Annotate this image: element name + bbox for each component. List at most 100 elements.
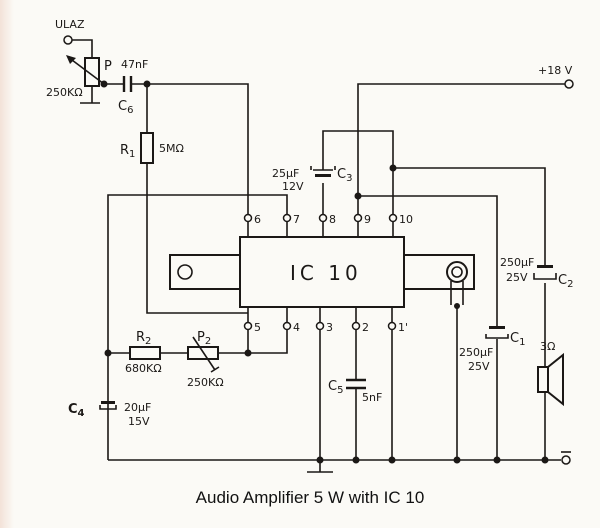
R2-name: R2 xyxy=(136,330,151,347)
wire-input xyxy=(72,39,93,58)
speaker-icon xyxy=(537,366,549,393)
junction-dot xyxy=(541,456,549,464)
bottom-pin-leads xyxy=(247,307,393,326)
ground-terminal-icon xyxy=(561,455,571,465)
heatsink-lug-hole xyxy=(451,266,463,278)
ic-body xyxy=(239,236,405,308)
C2-voltage: 25V xyxy=(506,271,528,284)
C6-name: C6 xyxy=(118,99,133,116)
component-speaker: 3Ω xyxy=(537,340,564,407)
pin-1-terminal xyxy=(387,321,397,331)
pin-2-terminal xyxy=(351,321,361,331)
pin-4-terminal xyxy=(282,321,292,331)
component-R2: R2 680KΩ xyxy=(125,330,162,375)
pin-10-terminal xyxy=(388,213,398,223)
pin-label: 6 xyxy=(254,213,261,226)
ic-pins: 6 7 8 9 10 5 4 3 2 1' xyxy=(243,213,413,334)
resistor-icon xyxy=(140,132,154,164)
junction-dot xyxy=(143,80,151,88)
pin-label: 10 xyxy=(399,213,413,226)
component-C1: C1 250µF 25V xyxy=(459,326,525,373)
resistor-icon xyxy=(129,346,161,360)
wire-r1-pin5 xyxy=(146,163,248,314)
P-name: P xyxy=(104,59,112,74)
wire-p2-pin4 xyxy=(218,330,288,354)
component-C4: C4 20µF 15V xyxy=(68,401,151,428)
component-P: P 250KΩ xyxy=(46,55,112,99)
input-label: ULAZ xyxy=(55,18,85,31)
junction-dot xyxy=(388,456,396,464)
pin-7-terminal xyxy=(282,213,292,223)
junction-dot xyxy=(389,164,397,172)
heatsink-lug-stem xyxy=(450,281,464,305)
electrolytic-capacitor-icon xyxy=(310,166,336,171)
junctions xyxy=(100,80,549,464)
pin-label: 9 xyxy=(364,213,371,226)
junction-dot xyxy=(316,456,324,464)
speaker-impedance: 3Ω xyxy=(540,340,555,353)
trimmer-adjust-line xyxy=(192,336,220,373)
ground-terminal xyxy=(561,451,571,465)
supply-terminal-icon xyxy=(564,79,574,89)
heatsink-lug-icon xyxy=(446,261,468,283)
R1-value: 5MΩ xyxy=(159,142,184,155)
potentiometer-icon xyxy=(84,57,100,87)
pin-5-terminal xyxy=(243,321,253,331)
wires xyxy=(72,39,565,473)
capacitor-plate-icon xyxy=(315,174,331,177)
wire-pin10-c2 xyxy=(393,167,546,265)
pin-label: 5 xyxy=(254,321,261,334)
junction-dot xyxy=(354,192,362,200)
capacitor-plate-icon xyxy=(537,265,553,268)
C5-name: C5 xyxy=(328,379,343,396)
component-C3: 25µF 12V C3 xyxy=(272,166,352,193)
C4-name: C4 xyxy=(68,402,85,419)
wire-pin7-left-rail xyxy=(107,194,288,460)
C1-name: C1 xyxy=(510,331,525,348)
junction-dot xyxy=(244,349,252,357)
electrolytic-capacitor-icon xyxy=(533,273,557,280)
C2-value: 250µF xyxy=(500,256,534,269)
R2-value: 680KΩ xyxy=(125,362,162,375)
C3-voltage: 12V xyxy=(282,180,304,193)
pin-label: 8 xyxy=(329,213,336,226)
pin-6-terminal xyxy=(243,213,253,223)
top-pin-leads xyxy=(247,218,394,237)
junction-dot xyxy=(352,456,360,464)
P2-name: P2 xyxy=(197,330,211,347)
diagram-caption: Audio Amplifier 5 W with IC 10 xyxy=(195,488,425,507)
P2-value: 250KΩ xyxy=(187,376,224,389)
junction-dot xyxy=(453,456,461,464)
pin-9-terminal xyxy=(353,213,363,223)
heatsink-lug-dot xyxy=(454,303,460,309)
ic-label: IC 10 xyxy=(290,261,362,285)
capacitor-icon xyxy=(122,76,133,92)
component-C2: C2 250µF 25V xyxy=(500,256,573,290)
pin-3-terminal xyxy=(315,321,325,331)
C4-value: 20µF xyxy=(124,401,151,414)
pin-label: 2 xyxy=(362,321,369,334)
capacitor-icon xyxy=(346,378,366,390)
C2-name: C2 xyxy=(558,273,573,290)
component-C5: C5 5nF xyxy=(328,378,382,404)
pin-label: 7 xyxy=(293,213,300,226)
C5-value: 5nF xyxy=(362,391,382,404)
supply-terminal: +18 V xyxy=(538,64,574,89)
electrolytic-capacitor-icon xyxy=(99,405,117,410)
capacitor-plate-icon xyxy=(489,326,505,329)
ic-10: IC 10 xyxy=(169,236,475,309)
component-R1: R1 5MΩ xyxy=(120,132,184,164)
mount-hole-icon xyxy=(177,264,193,280)
C3-value: 25µF xyxy=(272,167,299,180)
C6-value: 47nF xyxy=(121,58,148,71)
pin-8-terminal xyxy=(318,213,328,223)
component-P2: P2 250KΩ xyxy=(187,330,224,389)
pin-label: 1' xyxy=(398,321,408,334)
wire-c6-pin6 xyxy=(131,83,249,214)
input-terminal-icon xyxy=(63,35,73,45)
junction-dot xyxy=(104,349,112,357)
junction-dot xyxy=(493,456,501,464)
pin-label: 4 xyxy=(293,321,300,334)
pin-label: 3 xyxy=(326,321,333,334)
